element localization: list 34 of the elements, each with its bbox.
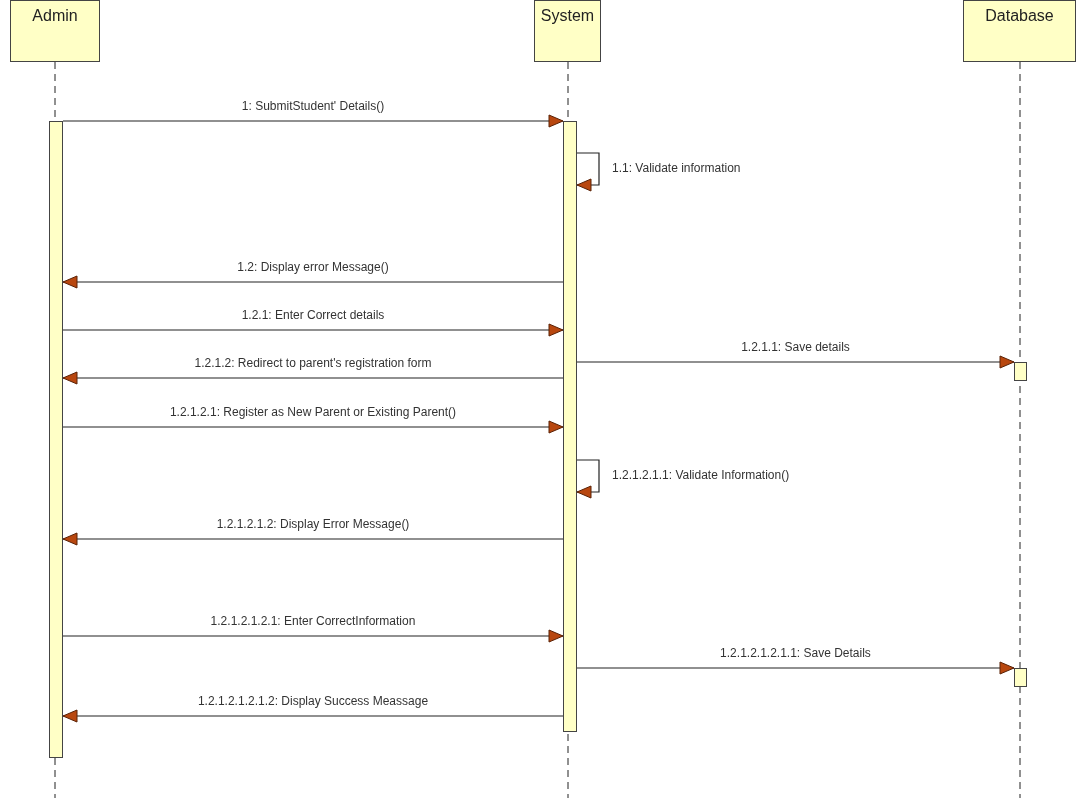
message-label: 1.2.1.2: Redirect to parent's registration form — [192, 356, 434, 370]
message-label: 1.2.1: Enter Correct details — [239, 308, 387, 322]
message-label: 1.2.1.2.1.1: Validate Information() — [610, 468, 792, 482]
lifeline-head-box — [963, 0, 1076, 62]
lifeline-name: Database — [985, 7, 1054, 26]
message-arrow — [62, 371, 564, 385]
message-arrow — [62, 709, 564, 723]
lifeline-name: Admin — [32, 7, 78, 26]
lifeline-name: System — [540, 7, 595, 26]
lifeline-head-box — [10, 0, 100, 62]
message-arrow — [62, 532, 564, 546]
activation-bar — [1014, 362, 1027, 381]
message-arrow — [576, 459, 600, 499]
message-label: 1.1: Validate information — [610, 161, 743, 175]
message-label: 1.2.1.1: Save details — [739, 340, 852, 354]
message-label: 1: SubmitStudent' Details() — [239, 99, 387, 113]
lifeline-head-box — [534, 0, 601, 62]
message-label: 1.2.1.2.1.2.1.2: Display Success Meassage — [195, 694, 431, 708]
message-arrow — [576, 152, 600, 192]
message-arrow — [576, 355, 1015, 369]
message-arrow — [62, 114, 564, 128]
message-label: 1.2.1.2.1.2: Display Error Message() — [214, 517, 412, 531]
message-label: 1.2.1.2.1: Register as New Parent or Existing Parent() — [167, 405, 459, 419]
message-label: 1.2.1.2.1.2.1: Enter CorrectInformation — [208, 614, 418, 628]
activation-bar — [563, 121, 577, 732]
message-arrow — [62, 275, 564, 289]
message-arrow — [62, 629, 564, 643]
activation-bar — [1014, 668, 1027, 687]
message-arrow — [576, 661, 1015, 675]
message-label: 1.2: Display error Message() — [235, 260, 391, 274]
message-label: 1.2.1.2.1.2.1.1: Save Details — [718, 646, 873, 660]
message-arrow — [62, 323, 564, 337]
message-arrow — [62, 420, 564, 434]
activation-bar — [49, 121, 63, 758]
